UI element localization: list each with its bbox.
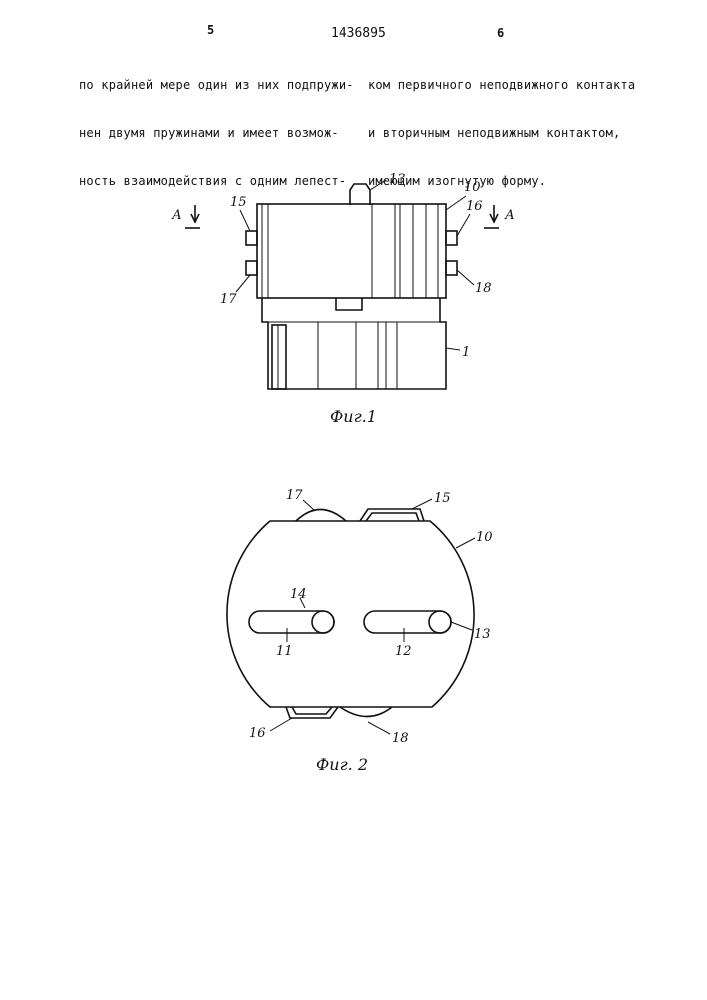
- figure-1-label-1: 1: [462, 345, 470, 360]
- figure-2-label-15: 15: [434, 491, 451, 506]
- figure-1-label-15: 15: [230, 195, 247, 210]
- figure-1-label-16: 16: [466, 199, 483, 214]
- figure-2-label-12: 12: [395, 644, 412, 659]
- figure-2-label-11: 11: [276, 644, 293, 659]
- figure-1: [185, 180, 499, 389]
- figure-1-label-13: 13: [389, 172, 406, 187]
- figure-1-label-17: 17: [220, 292, 237, 307]
- figure-2-label-14: 14: [290, 587, 307, 602]
- figure-2-label-10: 10: [476, 530, 493, 545]
- figure-1-section-mark-left: А: [171, 208, 182, 223]
- figure-2-label-13: 13: [474, 627, 491, 642]
- figure-2-caption: Фиг. 2: [316, 755, 368, 774]
- figure-2: [227, 499, 475, 734]
- figure-1-section-mark-right: А: [504, 208, 515, 223]
- figure-1-label-10: 10: [464, 180, 481, 195]
- figure-2-label-16: 16: [249, 726, 266, 741]
- figure-2-label-18: 18: [392, 731, 409, 746]
- figure-1-caption: Фиг.1: [330, 407, 377, 426]
- figure-1-label-18: 18: [475, 281, 492, 296]
- figure-2-label-17: 17: [286, 488, 303, 503]
